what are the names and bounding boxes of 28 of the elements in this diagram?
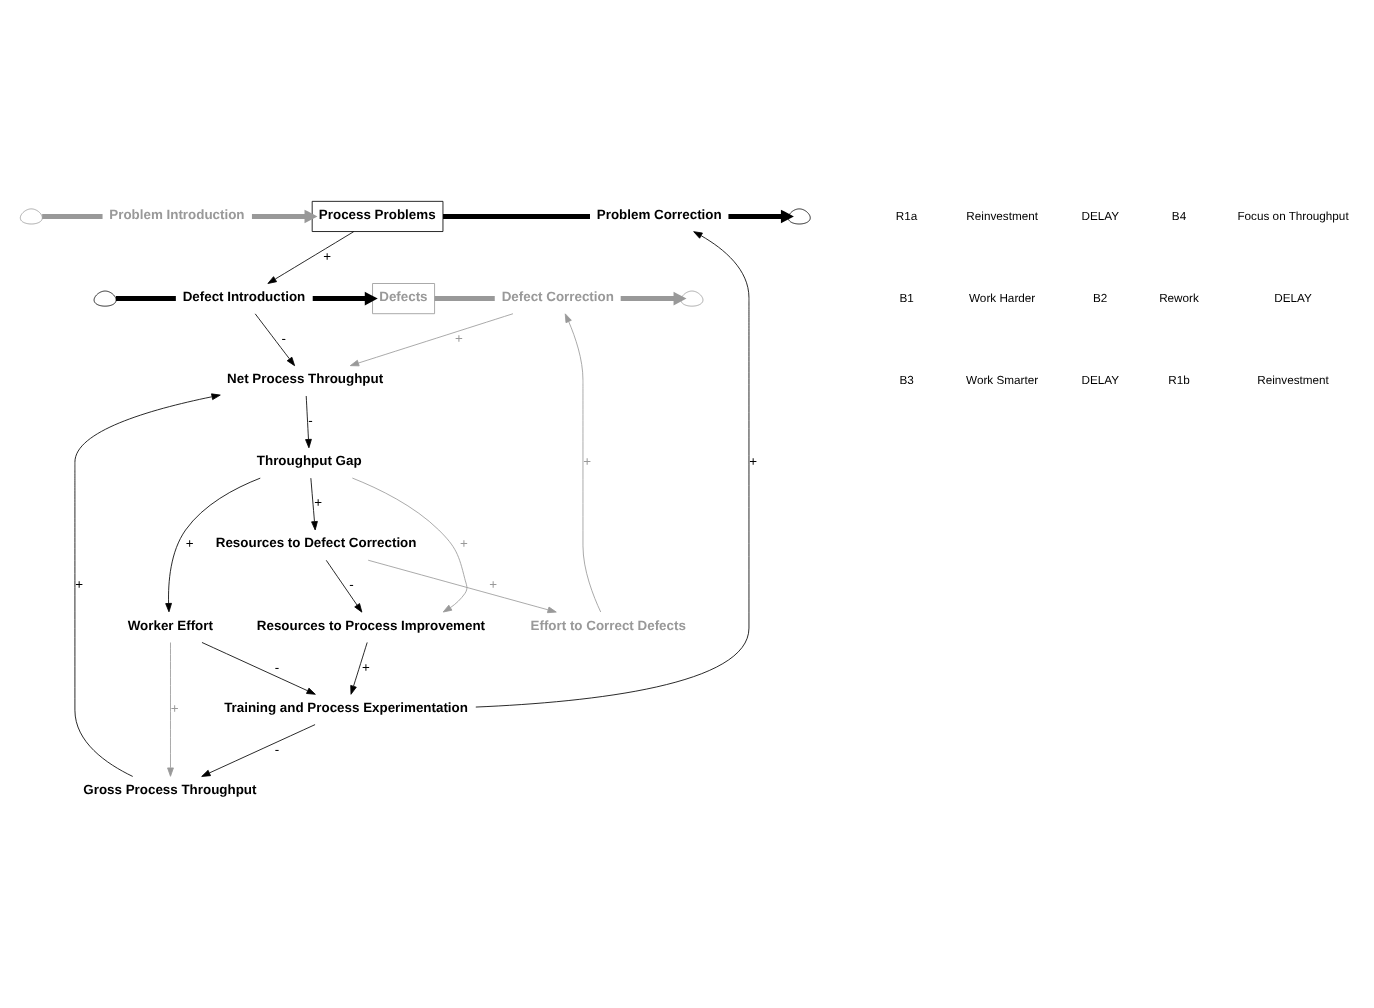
arrow [267,231,355,284]
arrow [305,395,312,449]
arrow [349,313,514,367]
arrow [167,642,174,777]
arrow [728,209,794,224]
connector [42,213,103,219]
arrow [475,231,750,708]
arrow [564,313,602,613]
arrow [254,313,296,367]
connector [443,213,590,219]
node-cloud [680,290,704,307]
arrow [74,393,221,777]
arrow [351,477,468,613]
arrow [350,642,368,695]
connector [115,296,176,302]
arrow [251,209,318,224]
arrow [201,724,316,777]
node-cloud [787,208,811,225]
arrow [325,559,363,613]
node-cloud [19,208,43,225]
node-cloud [93,290,117,307]
arrow [367,559,557,614]
arrow [310,477,318,531]
arrow [201,642,316,695]
connector [434,296,495,302]
arrow [165,477,261,613]
arrow [620,291,687,306]
arrow [312,291,378,306]
